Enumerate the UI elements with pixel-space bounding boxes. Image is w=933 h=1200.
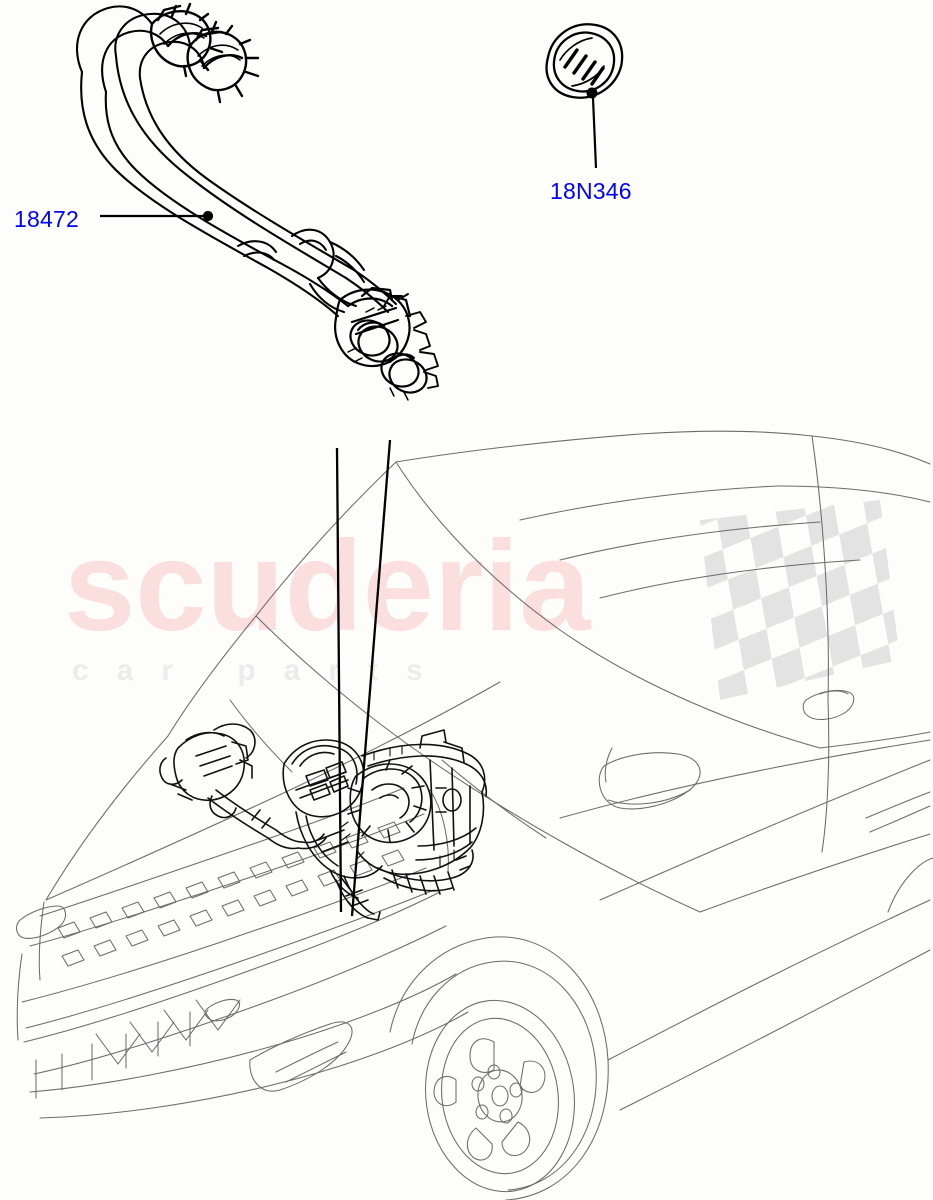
headlamp — [15, 905, 241, 1022]
quick-connect-fitting-2 — [186, 20, 260, 104]
watermark-brand-text: scuderia — [64, 515, 591, 658]
rocker-sill — [865, 791, 931, 833]
rear-wheel-arch — [887, 857, 933, 913]
callout-label-18N346[interactable]: 18N346 — [550, 178, 632, 204]
vehicle-front-grille — [16, 787, 449, 1041]
hose-clip-bands — [159, 22, 241, 67]
coupling-port-2 — [380, 352, 428, 394]
leader-line-hose-to-hvac-b — [350, 439, 392, 917]
hvac-lower-tray — [377, 849, 474, 895]
front-wheel-arch — [389, 936, 609, 1200]
hose-upper-tube — [75, 5, 350, 318]
leader-line-hose-to-hvac-a — [335, 447, 343, 913]
leader-line-18472 — [100, 210, 214, 222]
vent-inner-opening — [552, 31, 616, 93]
vent-louver-frame — [559, 37, 605, 87]
callout-label-18472[interactable]: 18472 — [14, 206, 79, 232]
fog-lamp-recess — [249, 1021, 353, 1092]
coupling-retaining-bracket — [383, 293, 439, 389]
vent-outer-bezel — [545, 23, 624, 99]
side-mirror — [598, 747, 701, 810]
hose-sleeve-mid — [236, 240, 278, 262]
grille-mesh-upper — [57, 821, 405, 967]
watermark-tagline-text: car parts — [72, 654, 451, 687]
hvac-hose-stub — [335, 875, 381, 921]
hvac-blower-housing — [347, 759, 432, 844]
hose-converging-section — [290, 228, 366, 314]
checkered-flag-icon — [700, 500, 900, 700]
leader-line-18N346 — [586, 87, 598, 169]
hvac-blower-cluster — [159, 723, 256, 801]
hvac-case-frame — [357, 729, 488, 876]
front-wheel — [424, 999, 576, 1193]
door-handle — [802, 689, 855, 721]
vehicle-roof — [395, 430, 931, 599]
coupling-port-1 — [349, 319, 399, 363]
coupling-detail-pins — [347, 305, 409, 401]
